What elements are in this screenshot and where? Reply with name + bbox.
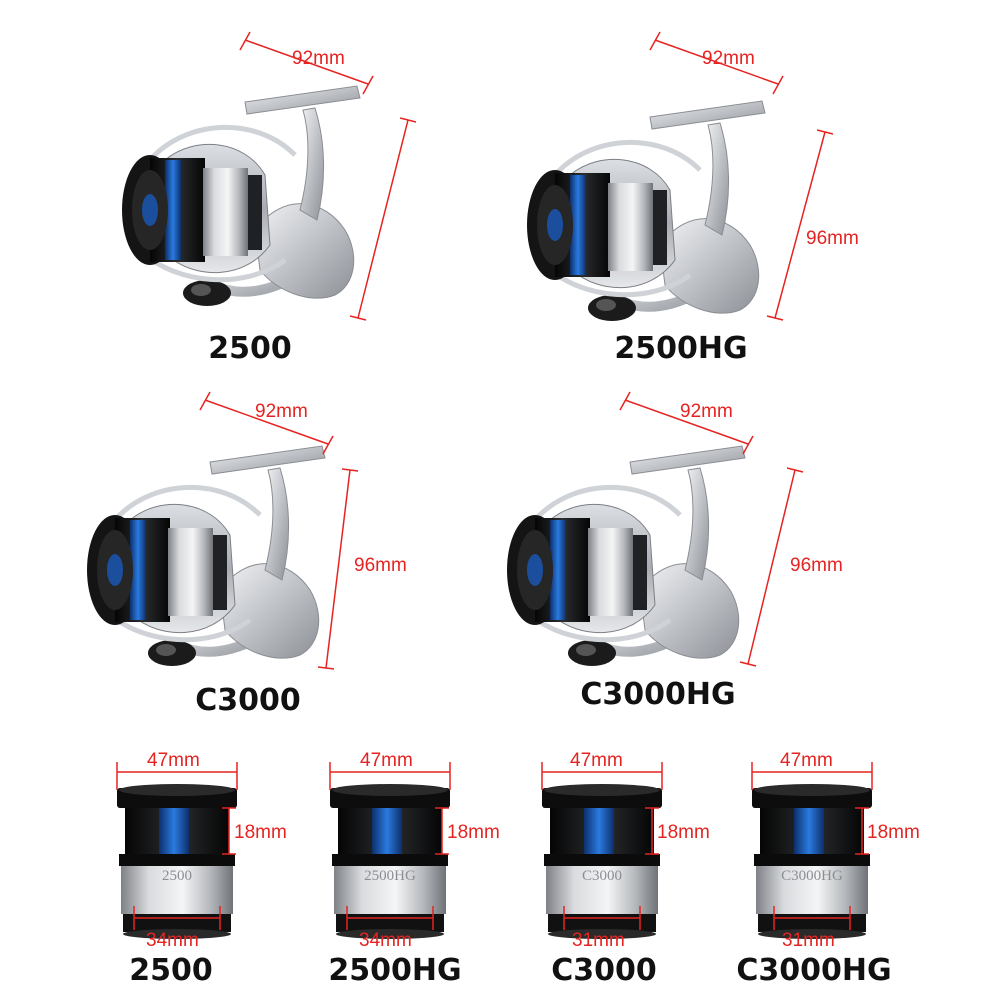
- spool-c3000hg-bottom-width: 31mm: [782, 930, 835, 951]
- reel-c3000-height: 96mm: [354, 555, 407, 576]
- spool-c3000hg-engraving: C3000HG: [781, 868, 843, 884]
- reel-2500hg-label: 2500HG: [614, 331, 747, 366]
- reel-c3000hg-height: 96mm: [790, 555, 843, 576]
- dimension-lines-spools: [116, 762, 873, 930]
- spool-2500-height: 18mm: [234, 822, 287, 843]
- spool-c3000hg: [752, 784, 872, 939]
- reel-c3000-width: 92mm: [255, 401, 308, 422]
- reel-2500hg: [527, 101, 765, 321]
- spool-c3000-engraving: C3000: [582, 868, 622, 884]
- spool-c3000-height: 18mm: [657, 822, 710, 843]
- reel-c3000hg-width: 92mm: [680, 401, 733, 422]
- spool-2500hg-label: 2500HG: [328, 953, 461, 988]
- spool-c3000-top-width: 47mm: [570, 750, 623, 771]
- spool-2500hg: [330, 784, 450, 939]
- reel-2500-width: 92mm: [292, 48, 345, 69]
- spool-2500-top-width: 47mm: [147, 750, 200, 771]
- spool-2500: [117, 784, 237, 939]
- spool-2500hg-height: 18mm: [447, 822, 500, 843]
- reel-2500hg-height: 96mm: [806, 228, 859, 249]
- spool-c3000-bottom-width: 31mm: [572, 930, 625, 951]
- reel-c3000-label: C3000: [195, 683, 301, 718]
- spool-c3000hg-top-width: 47mm: [780, 750, 833, 771]
- spool-c3000hg-label: C3000HG: [736, 953, 891, 988]
- spool-2500hg-bottom-width: 34mm: [359, 930, 412, 951]
- spool-2500-bottom-width: 34mm: [146, 930, 199, 951]
- reel-c3000: [87, 446, 325, 666]
- spool-c3000-label: C3000: [551, 953, 657, 988]
- reel-2500hg-width: 92mm: [702, 48, 755, 69]
- spool-c3000: [542, 784, 662, 939]
- spool-2500hg-engraving: 2500HG: [364, 868, 416, 884]
- reel-2500-label: 2500: [208, 331, 292, 366]
- reel-2500: [122, 86, 360, 306]
- spool-c3000hg-height: 18mm: [867, 822, 920, 843]
- reel-c3000hg: [507, 446, 745, 666]
- spool-2500-engraving: 2500: [162, 868, 192, 884]
- spool-2500hg-top-width: 47mm: [360, 750, 413, 771]
- dimension-lines-reels: [199, 31, 834, 670]
- reel-c3000hg-label: C3000HG: [580, 677, 735, 712]
- spool-2500-label: 2500: [129, 953, 213, 988]
